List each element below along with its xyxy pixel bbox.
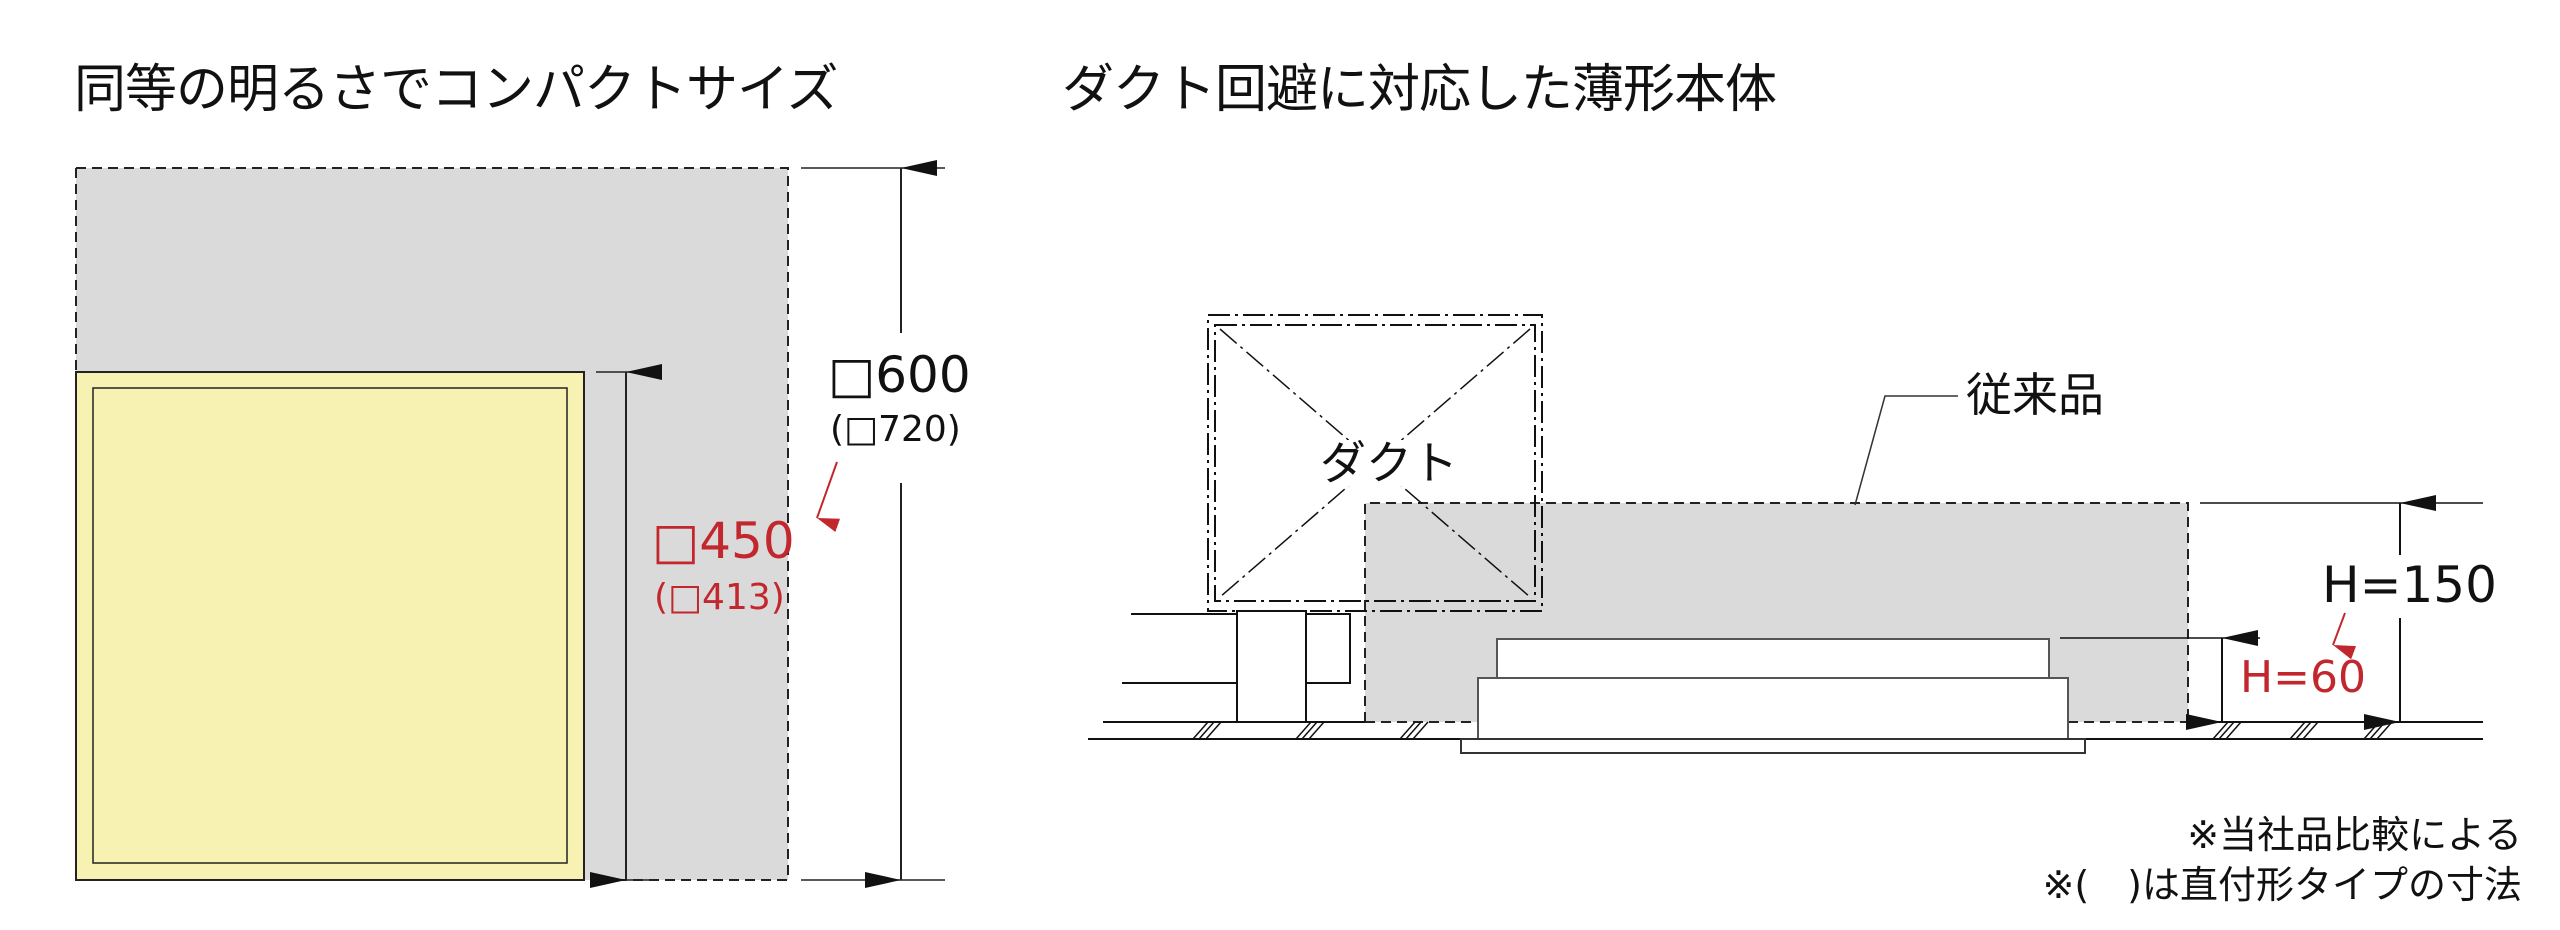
conventional-height-label: H=150 xyxy=(2322,556,2497,614)
conventional-size-label: □600 xyxy=(828,346,971,404)
new-450-panel xyxy=(75,371,585,881)
right-panel-title: ダクト回避に対応した薄形本体 xyxy=(1062,60,1777,120)
red-pointer-arrow xyxy=(816,461,841,532)
conventional-direct-size-label: (□720) xyxy=(830,409,961,450)
dimension-450 xyxy=(590,364,662,888)
footnote-direct-mount: ※( )は直付形タイプの寸法 xyxy=(2042,863,2523,907)
red-pointer-arrow-right xyxy=(2332,612,2357,660)
dimension-h60 xyxy=(2060,630,2260,730)
duct-label: ダクト xyxy=(1318,436,1460,490)
dimension-600 xyxy=(801,160,945,888)
new-height-label: H=60 xyxy=(2240,652,2366,703)
ceiling-structure xyxy=(1088,610,2483,740)
left-panel-title: 同等の明るさでコンパクトサイズ xyxy=(74,60,838,120)
footnote-comparison: ※当社品比較による xyxy=(2187,813,2522,857)
conventional-leader-line xyxy=(1854,395,1958,506)
dimension-h150 xyxy=(2200,495,2483,730)
thin-unit-body xyxy=(1460,638,2086,754)
new-direct-size-label: (□413) xyxy=(654,577,785,618)
conventional-label: 従来品 xyxy=(1966,368,2104,422)
new-size-label: □450 xyxy=(652,512,795,570)
